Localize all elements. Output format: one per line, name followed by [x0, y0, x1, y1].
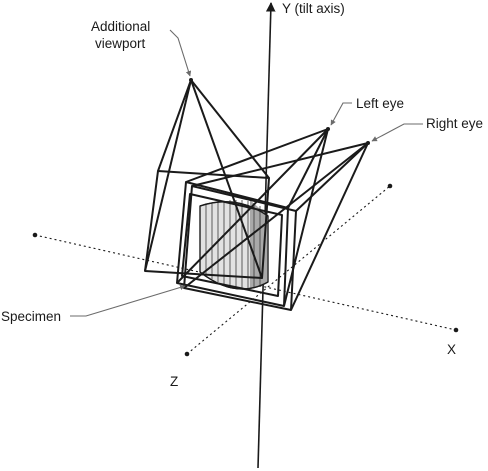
- left-eye-dot: [326, 127, 330, 131]
- right-eye-ray-2: [295, 142, 369, 212]
- left-eye-leader: [330, 102, 352, 126]
- right-eye-dot: [366, 141, 370, 145]
- specimen-label: Specimen: [1, 309, 61, 324]
- additional-ray-2: [144, 79, 192, 272]
- additional-viewport-label-line2: viewport: [95, 36, 146, 51]
- left-eye-ray-2: [287, 128, 329, 209]
- right-eye-leader: [371, 123, 423, 142]
- specimen-viewport-floor: [181, 193, 191, 277]
- z-axis-far-end-dot: [387, 183, 393, 189]
- callout-leaders: [70, 29, 423, 317]
- additional-ray-4: [190, 79, 263, 279]
- left-eye-ray-3: [176, 128, 329, 284]
- x-axis-right-end-dot: [453, 327, 459, 333]
- left-eye-ray-1: [185, 128, 329, 183]
- additional-viewport-leader: [169, 29, 192, 77]
- left-eye-frustum: [176, 128, 329, 307]
- additional-ray-1: [157, 79, 192, 172]
- right-eye-ray-3: [183, 142, 369, 289]
- x-axis-label: X: [447, 342, 456, 357]
- additional-ray-3: [190, 79, 270, 179]
- additional-viewport-label-line1: Additional: [91, 19, 150, 34]
- x-axis-left-end-dot: [32, 232, 38, 238]
- right-eye-label: Right eye: [426, 116, 483, 131]
- left-eye-label: Left eye: [356, 96, 404, 111]
- z-axis-label: Z: [170, 374, 178, 389]
- z-axis-near-end-dot: [184, 351, 190, 357]
- right-eye-ray-1: [191, 142, 369, 187]
- right-eye-ray-4: [290, 142, 369, 311]
- specimen-leader: [70, 284, 186, 317]
- z-axis-line: [186, 185, 391, 355]
- cylinder-bottom-rim: [199, 271, 269, 290]
- right-eye-frustum: [183, 142, 369, 311]
- y-axis-label: Y (tilt axis): [282, 1, 345, 16]
- left-eye-ray-4: [283, 128, 329, 307]
- additional-viewpoint-dot: [189, 78, 193, 82]
